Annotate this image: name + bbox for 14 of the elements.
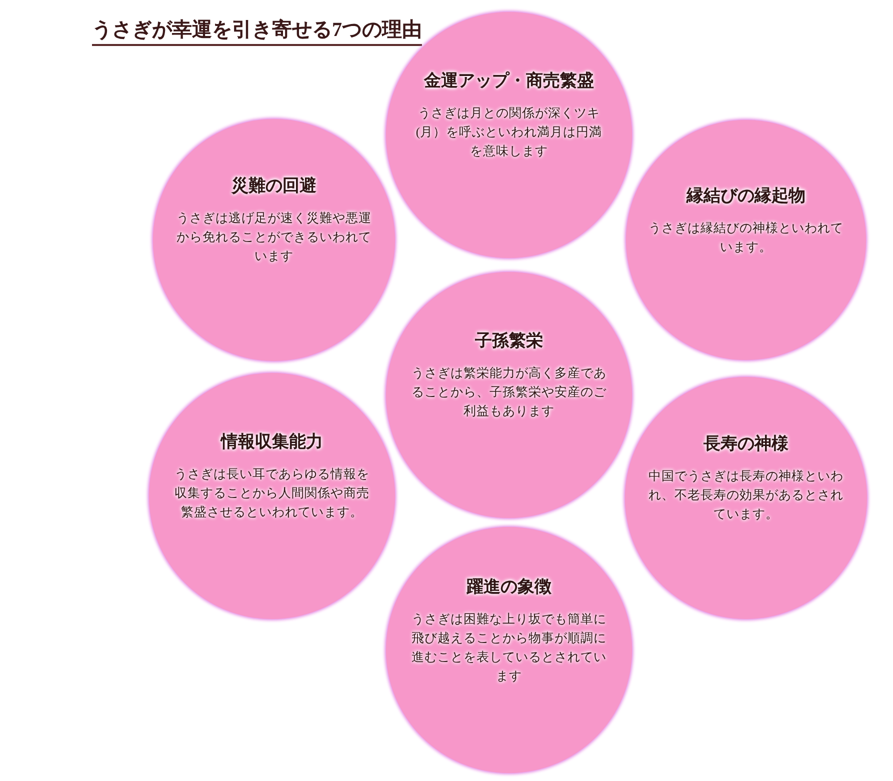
circle-description: 中国でうさぎは長寿の神様といわれ、不老長寿の効果があるとされています。	[648, 468, 844, 523]
circle-description: うさぎは逃げ足が速く災難や悪運から免れることができるいわれています	[176, 210, 372, 265]
circle-description: うさぎは繁栄能力が高く多産であることから、子孫繁栄や安産のご利益もあります	[411, 365, 607, 420]
circle-heading: 縁結びの縁起物	[686, 184, 806, 206]
circle-description: うさぎは困難な上り坂でも簡単に飛び越えることから物事が順調に進むことを表しているとされています	[411, 610, 607, 684]
circle-heading: 情報収集能力	[221, 431, 323, 453]
circle-heading: 長寿の神様	[704, 433, 788, 455]
circle-description: うさぎは月との関係が深くツキ(月）を呼ぶといわれ満月は円満を意味します	[414, 105, 604, 160]
circle-description: うさぎは長い耳であらゆる情報を収集することから人間関係や商売繁盛させるといわれています。	[174, 466, 370, 521]
circle-heading: 躍進の象徴	[466, 576, 552, 598]
circle-heading: 災難の回避	[232, 175, 316, 197]
circle-heading: 金運アップ・商売繁盛	[424, 70, 594, 92]
circle-description: うさぎは縁結びの神様といわれています。	[648, 220, 844, 256]
circle-heading: 子孫繁栄	[475, 330, 543, 352]
